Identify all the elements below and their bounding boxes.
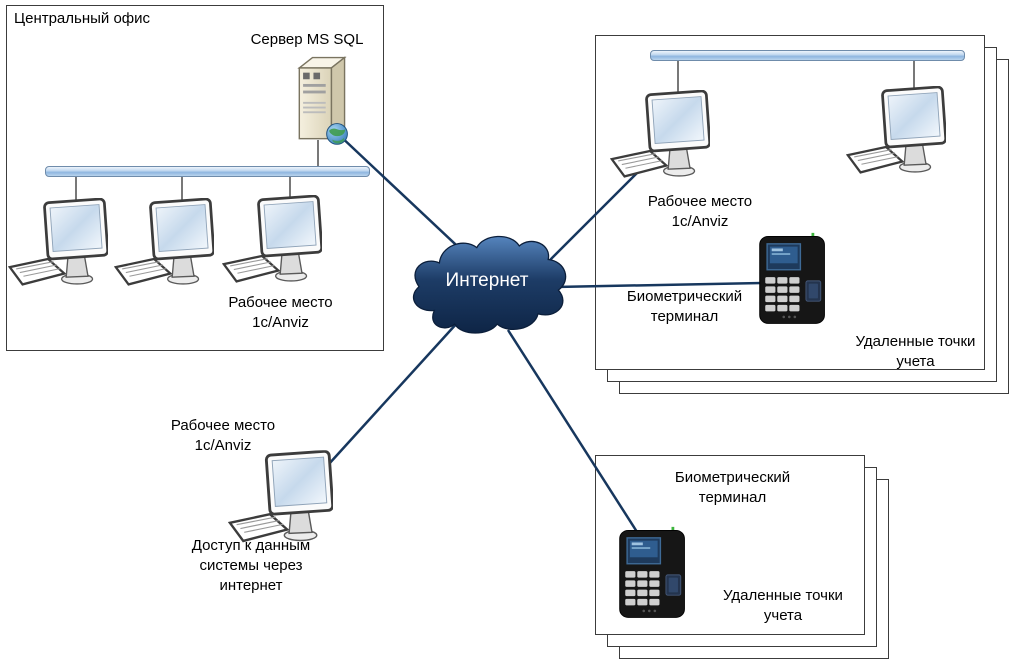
- workstation-icon: [228, 448, 333, 548]
- internet-access-label: Доступ к данным системы через интернет: [191, 537, 311, 594]
- remote-terminal-label: Биометрический терминал: [626, 288, 743, 325]
- connection-line-server-internet: [336, 132, 471, 259]
- internet-label: Интернет: [445, 270, 529, 291]
- workstation-icon: [846, 84, 946, 179]
- workstation-icon: [8, 196, 108, 291]
- connection-line-internet-home-workstation: [317, 321, 459, 477]
- central-office-bus: [45, 166, 370, 177]
- workstation-icon: [610, 88, 710, 183]
- bottom-terminal-label: Биометрический терминал: [674, 469, 791, 506]
- workstation-icon: [222, 193, 322, 288]
- server-label: Сервер MS SQL: [250, 31, 364, 48]
- biometric-terminal-icon: [756, 232, 830, 326]
- connection-line-internet-remote-workstation: [547, 171, 639, 263]
- remote-sites-bottom-group-label: Удаленные точки учета: [723, 587, 843, 624]
- central-workstation-label: Рабочее место 1с/Anviz: [228, 294, 333, 331]
- server-icon: [288, 52, 354, 148]
- remote-sites-top-group-label: Удаленные точки учета: [855, 333, 976, 370]
- biometric-terminal-icon: [616, 526, 690, 620]
- central-office-label: Центральный офис: [14, 10, 151, 27]
- remote-workstation-label: Рабочее место 1с/Anviz: [647, 193, 753, 230]
- connection-line-internet-bottom-terminal: [506, 329, 648, 547]
- remote-site-bus: [650, 50, 965, 61]
- connection-line-internet-remote-terminal: [554, 281, 763, 289]
- workstation-icon: [114, 196, 214, 291]
- home-workstation-label: Рабочее место 1с/Anviz: [170, 417, 276, 454]
